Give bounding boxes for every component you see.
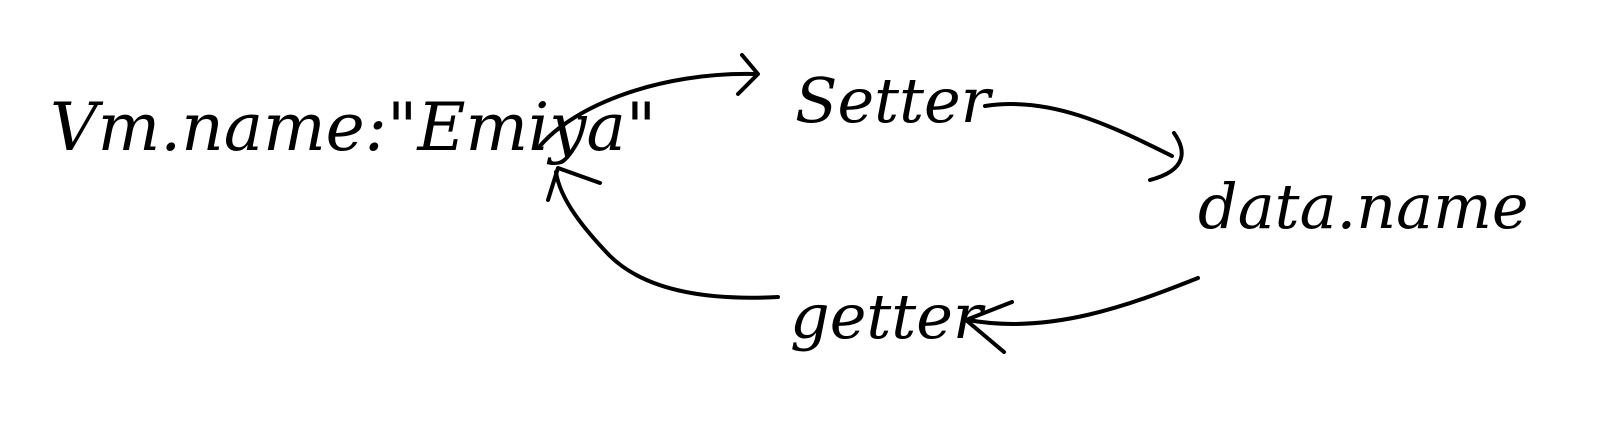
edge-data-name-to-getter (964, 276, 1200, 354)
node-getter: getter (790, 280, 986, 353)
edge-assignment-to-setter (538, 53, 760, 148)
node-setter: Setter (795, 64, 994, 137)
edge-getter-to-assignment (546, 166, 780, 300)
node-assignment: Vm.name:"Emiya" (50, 89, 656, 166)
edge-setter-to-data-name (983, 101, 1184, 182)
node-data-name: data.name (1198, 170, 1529, 243)
